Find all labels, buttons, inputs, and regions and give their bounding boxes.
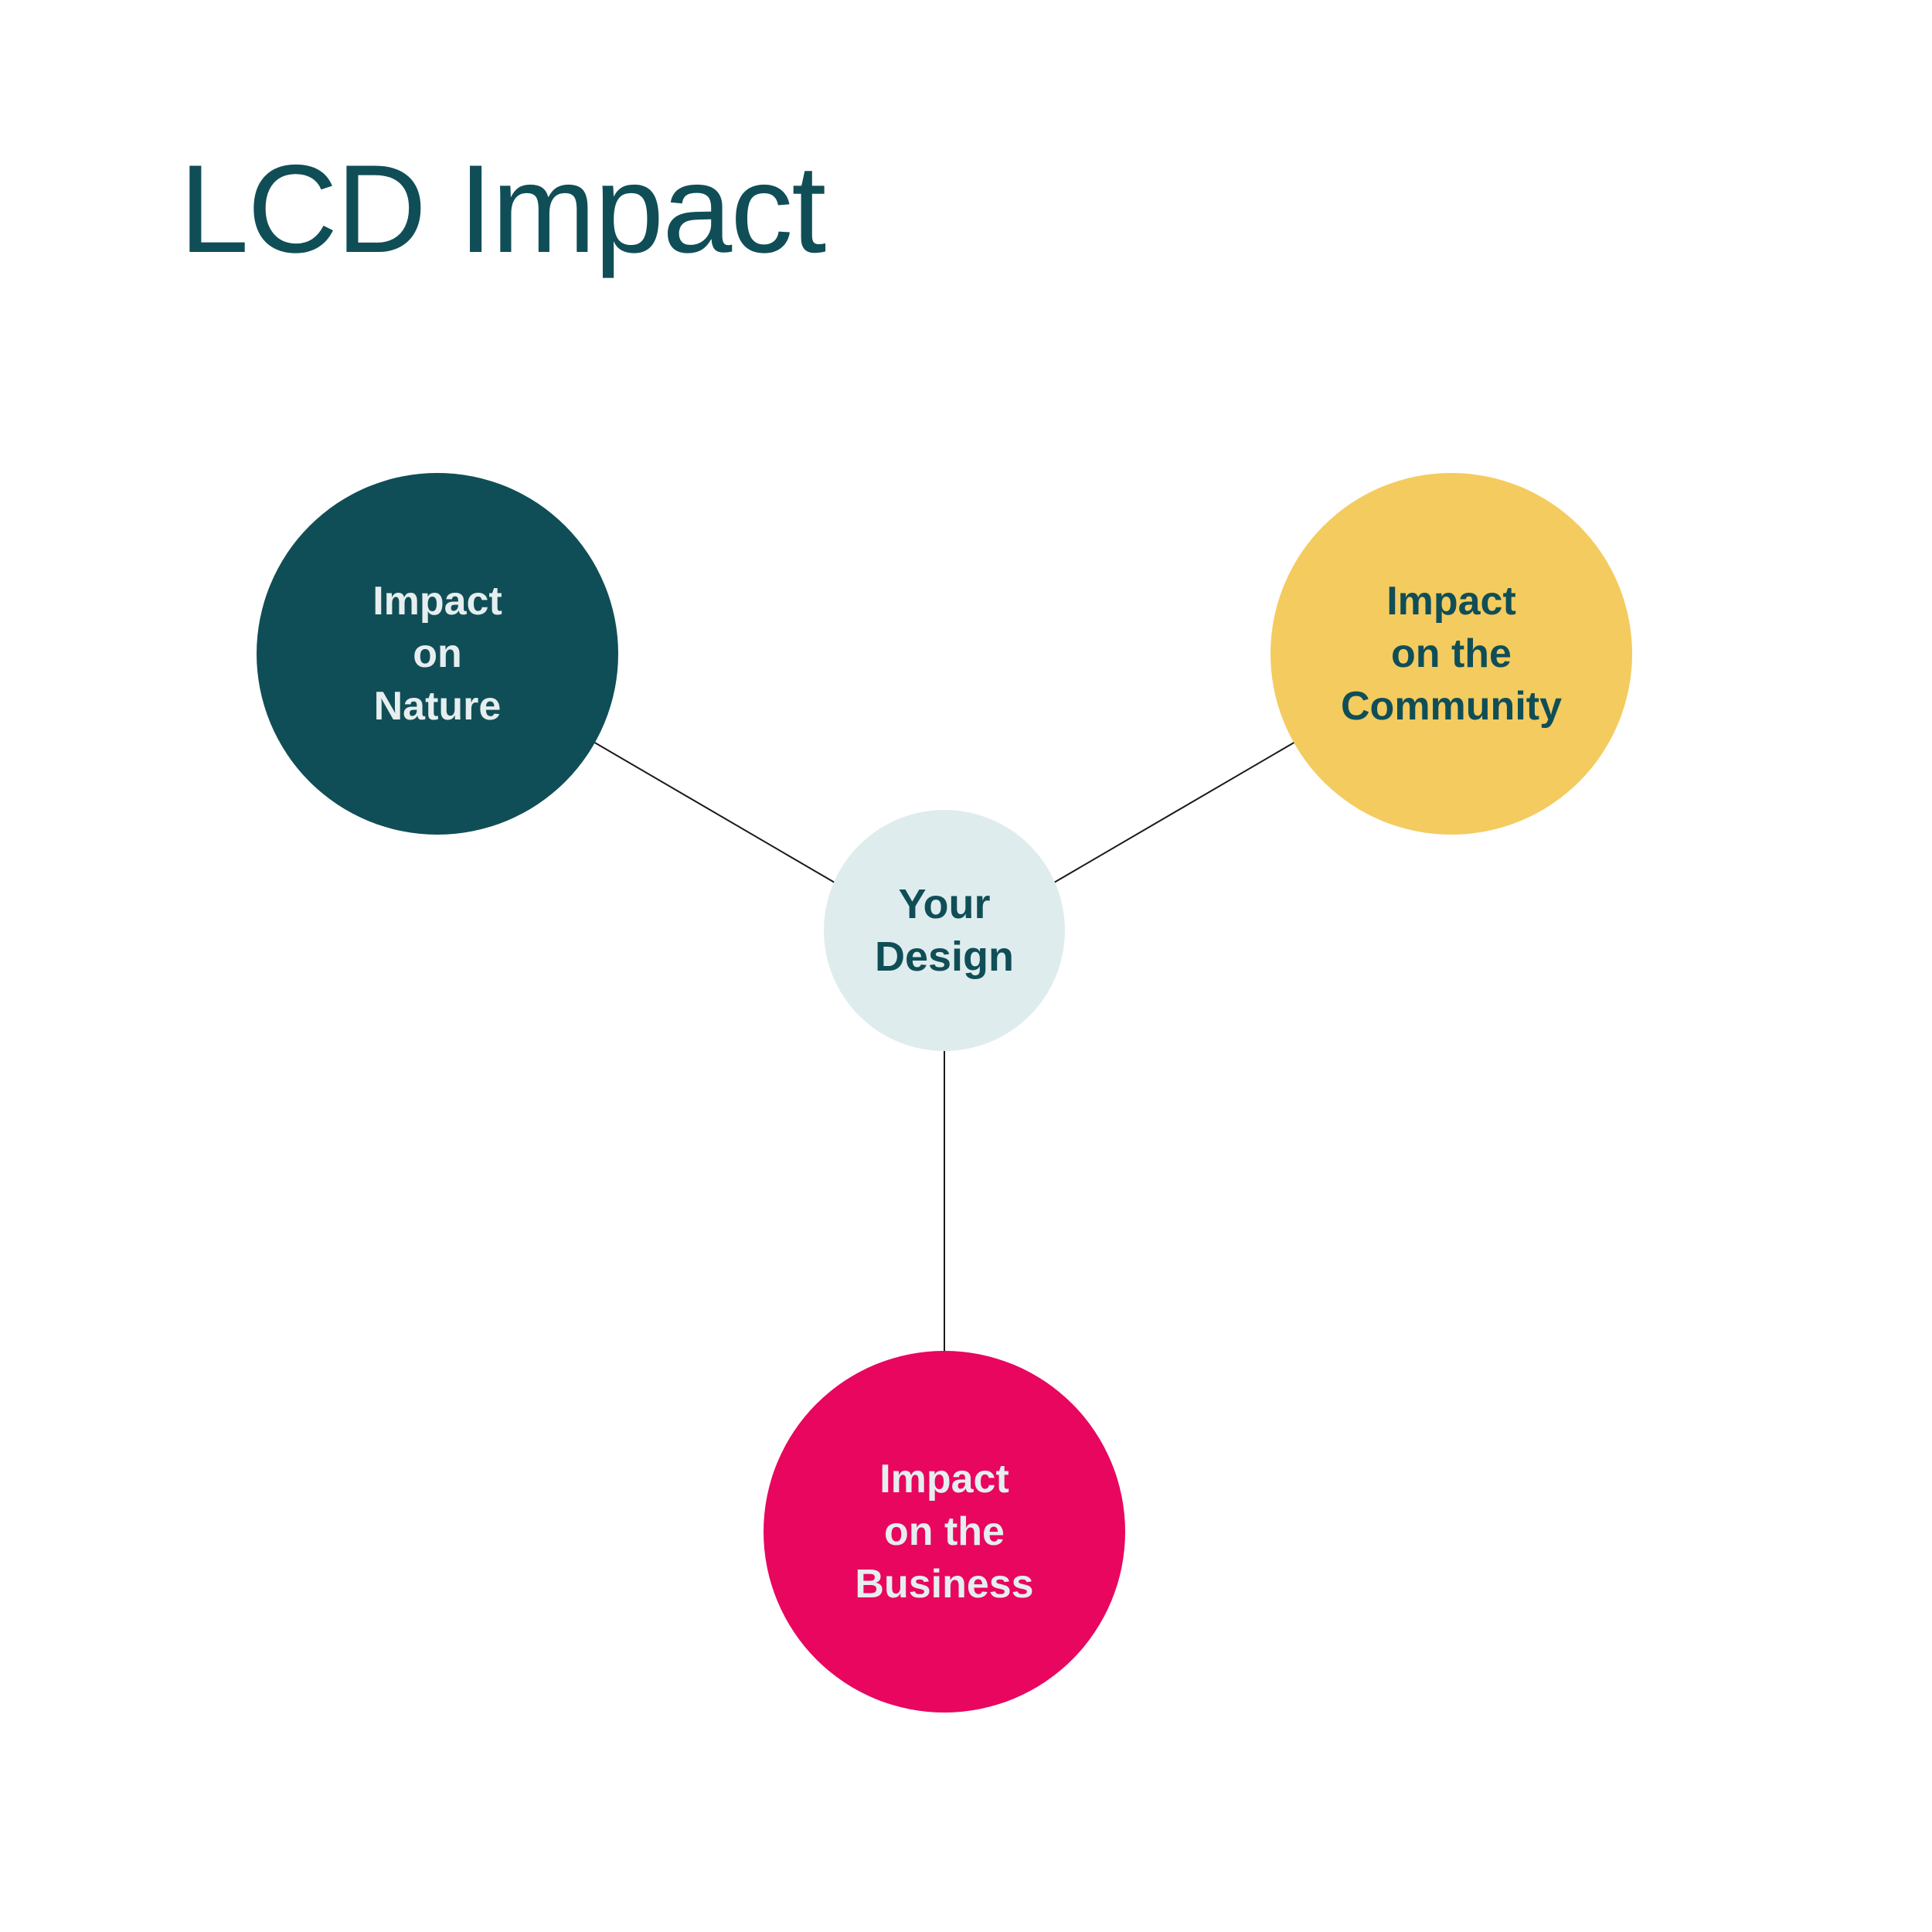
community-label-line-1: Impact bbox=[1386, 579, 1516, 624]
community-node-label: Impact on the Community bbox=[1341, 575, 1562, 733]
design-label-line-1: Your bbox=[898, 881, 991, 927]
business-label-line-1: Impact bbox=[879, 1457, 1009, 1502]
connector-nature bbox=[593, 741, 835, 883]
nature-node-label: Impact on Nature bbox=[372, 575, 502, 733]
nature-label-line-3: Nature bbox=[373, 684, 502, 729]
page-title: LCD Impact bbox=[179, 139, 826, 279]
community-node: Impact on the Community bbox=[1270, 473, 1632, 835]
connector-community bbox=[1053, 741, 1296, 883]
community-label-line-3: Community bbox=[1341, 684, 1562, 729]
community-label-line-2: on the bbox=[1391, 631, 1512, 676]
business-node: Impact on the Business bbox=[764, 1351, 1125, 1713]
your-design-node-label: Your Design bbox=[875, 878, 1014, 983]
business-label-line-2: on the bbox=[884, 1509, 1005, 1554]
design-label-line-2: Design bbox=[874, 934, 1015, 980]
nature-label-line-2: on bbox=[413, 631, 462, 676]
your-design-node: Your Design bbox=[824, 810, 1065, 1051]
nature-node: Impact on Nature bbox=[257, 473, 618, 835]
business-label-line-3: Business bbox=[855, 1562, 1034, 1607]
nature-label-line-1: Impact bbox=[372, 579, 502, 624]
business-node-label: Impact on the Business bbox=[855, 1453, 1033, 1611]
